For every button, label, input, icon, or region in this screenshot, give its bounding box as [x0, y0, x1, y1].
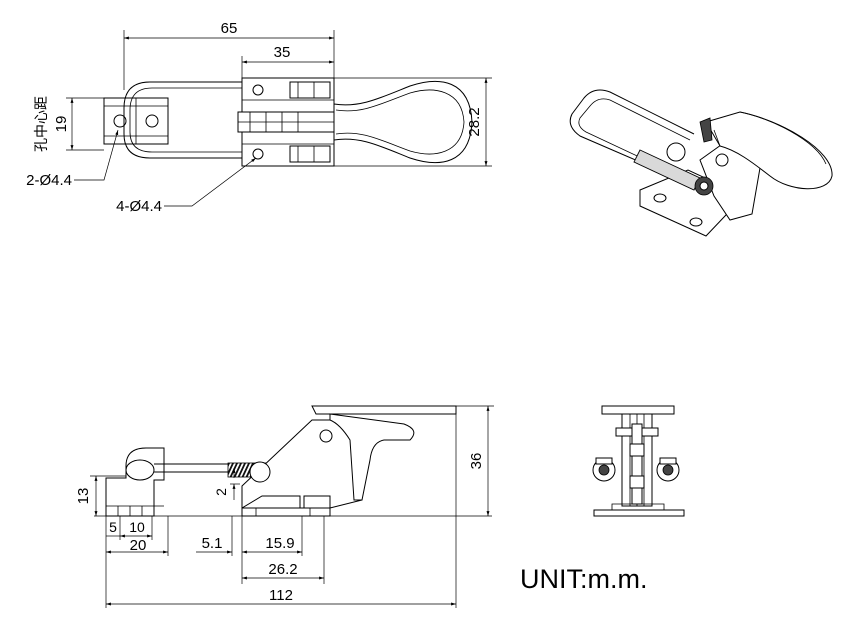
- pivot-pin: [319, 429, 333, 443]
- isometric-view: [569, 89, 833, 237]
- catch-hole: [145, 114, 159, 128]
- label-13: 13: [75, 488, 92, 505]
- label-5-1: 5.1: [202, 535, 223, 552]
- label-20: 20: [130, 537, 147, 554]
- front-base-plate: [593, 509, 685, 517]
- iso-threaded-rod: [633, 149, 701, 191]
- front-lever-top: [601, 405, 675, 415]
- label-19: 19: [53, 116, 70, 133]
- iso-wire-loop: [569, 89, 695, 169]
- callout-base-holes: 4-Ø4.4: [116, 198, 162, 215]
- label-28-2: 28.2: [466, 107, 483, 136]
- base-hole: [252, 148, 264, 160]
- side-lever: [329, 413, 415, 501]
- top-view: [66, 30, 492, 207]
- catch-hole: [113, 114, 127, 128]
- callout-catch-holes: 2-Ø4.4: [26, 172, 72, 189]
- side-view: [90, 405, 494, 608]
- wire-loop: [123, 81, 330, 159]
- side-lever-top: [311, 405, 457, 415]
- label-2: 2: [213, 488, 229, 496]
- leader-catch-holes: [74, 129, 119, 181]
- label-15-9: 15.9: [265, 535, 294, 552]
- label-hole-spacing-cn: 孔中心距: [34, 96, 50, 152]
- label-65: 65: [221, 20, 238, 37]
- label-112: 112: [269, 587, 293, 604]
- lever-handle: [333, 80, 473, 164]
- label-35: 35: [274, 44, 291, 61]
- label-5: 5: [109, 519, 117, 535]
- front-view: [592, 405, 685, 517]
- leader-base-holes: [164, 157, 257, 207]
- unit-label: UNIT:m.m.: [520, 564, 648, 594]
- base-hole: [252, 84, 264, 96]
- label-36: 36: [468, 453, 485, 470]
- label-26-2: 26.2: [268, 561, 297, 578]
- label-10: 10: [129, 519, 145, 535]
- side-base-plate: [241, 507, 331, 517]
